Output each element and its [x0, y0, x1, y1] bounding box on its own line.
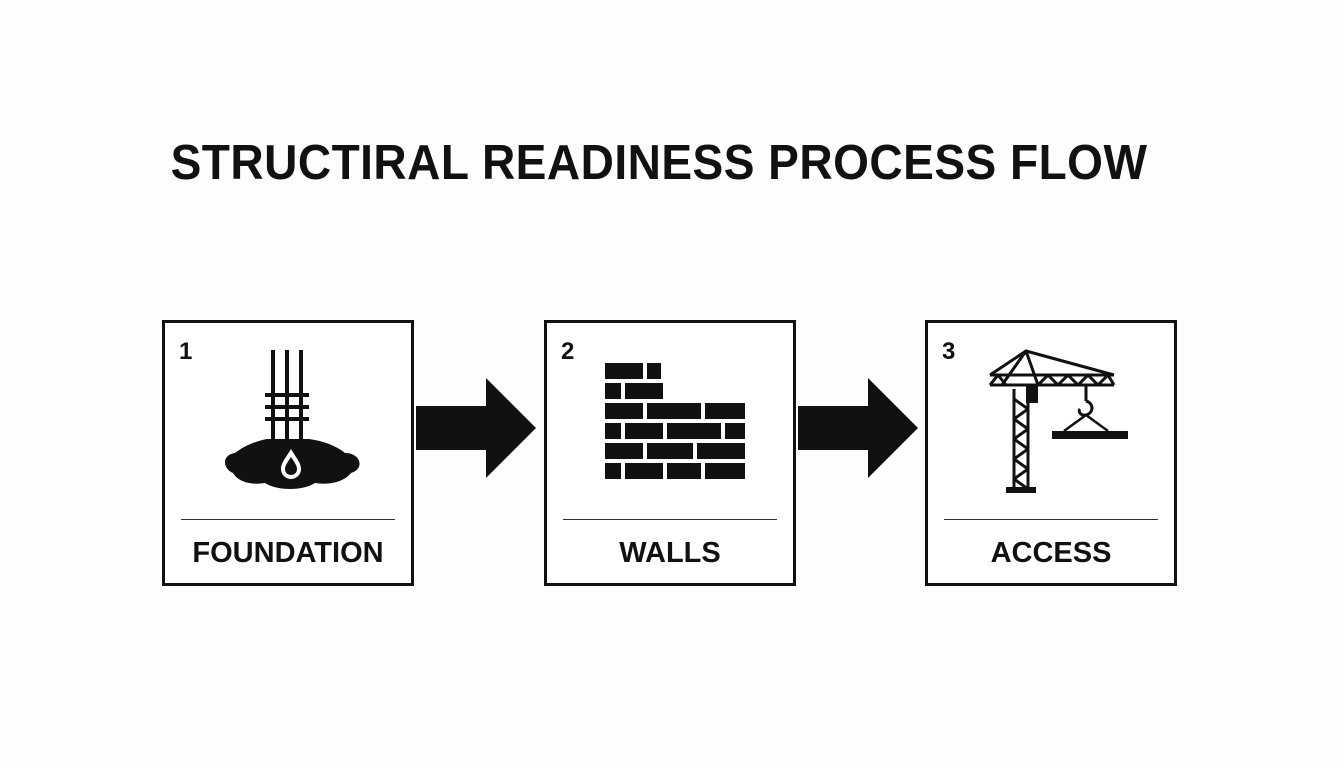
- step-foundation: 1 FOUNDATION: [162, 320, 414, 586]
- flow-arrow-icon: [798, 378, 918, 478]
- diagram-title: STRUCTIRAL READINESS PROCESS FLOW: [170, 136, 1148, 190]
- step-divider: [944, 519, 1158, 520]
- step-walls: 2 WALLS: [544, 320, 796, 586]
- step-divider: [563, 519, 777, 520]
- step-number: 2: [561, 338, 575, 365]
- step-label: ACCESS: [990, 537, 1112, 569]
- step-number: 3: [942, 338, 956, 365]
- step-label: FOUNDATION: [192, 537, 384, 569]
- tower-crane-icon: [988, 349, 1128, 493]
- flow-arrow-icon: [416, 378, 536, 478]
- step-label: WALLS: [619, 537, 721, 569]
- step-access: 3 ACC: [925, 320, 1177, 586]
- foundation-rebar-icon: [225, 350, 360, 489]
- step-divider: [181, 519, 395, 520]
- step-number: 1: [179, 338, 193, 365]
- brick-wall-icon: [605, 363, 745, 479]
